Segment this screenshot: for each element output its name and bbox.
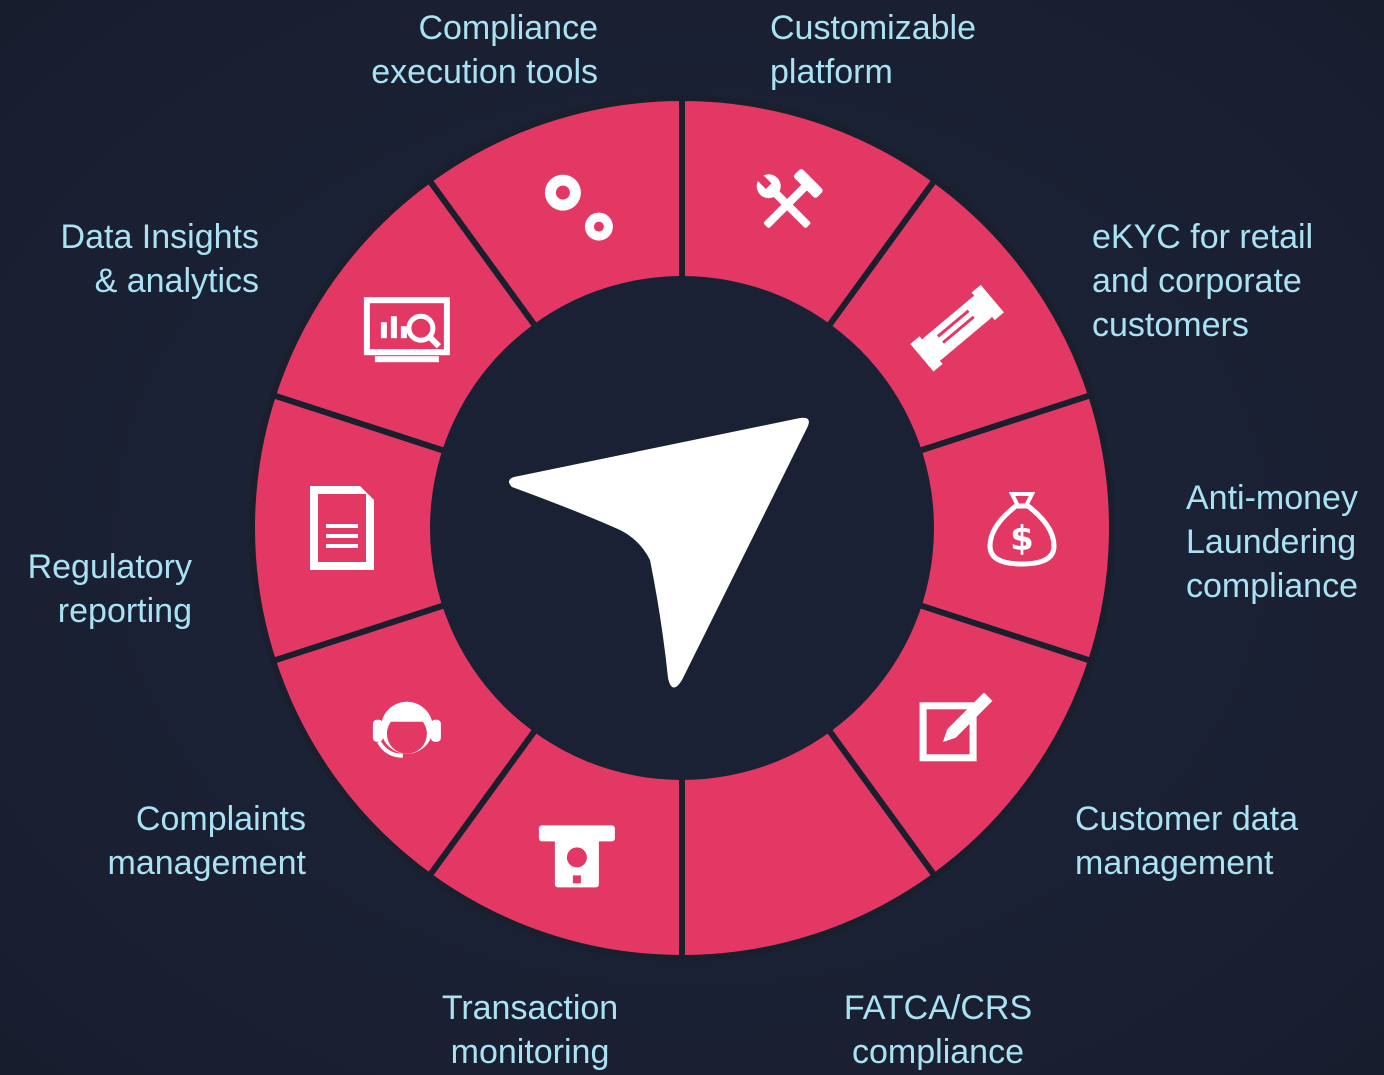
headset-agent-icon bbox=[372, 701, 441, 758]
gears-icon bbox=[544, 174, 613, 241]
label-transaction-monitoring: Transaction monitoring bbox=[441, 989, 619, 1071]
label-compliance-execution-tools: Compliance execution tools bbox=[371, 9, 598, 91]
navigation-arrow-icon bbox=[508, 417, 809, 688]
label-customer-data-management: Customer data management bbox=[1075, 800, 1298, 882]
edit-pencil-icon bbox=[919, 692, 993, 762]
handshake-icon bbox=[910, 284, 1004, 372]
label-customizable-platform: Customizable platform bbox=[770, 9, 976, 91]
svg-text:$: $ bbox=[1010, 519, 1034, 559]
monitor-analytics-icon bbox=[363, 297, 450, 363]
segment-icons: $ bbox=[310, 169, 1057, 888]
atm-cash-icon bbox=[538, 825, 615, 888]
label-ekyc: eKYC for retail and corporate customers bbox=[1092, 218, 1314, 344]
label-complaints-management: Complaints management bbox=[107, 800, 306, 882]
label-data-insights: Data Insights & analytics bbox=[60, 218, 259, 300]
hammer-wrench-icon bbox=[755, 169, 823, 228]
money-bag-icon: $ bbox=[987, 492, 1057, 567]
label-fatca-crs: FATCA/CRS compliance bbox=[843, 989, 1033, 1071]
document-icon bbox=[310, 486, 374, 570]
label-regulatory-reporting: Regulatory reporting bbox=[27, 548, 192, 630]
label-anti-money-laundering: Anti-money Laundering compliance bbox=[1186, 479, 1358, 605]
